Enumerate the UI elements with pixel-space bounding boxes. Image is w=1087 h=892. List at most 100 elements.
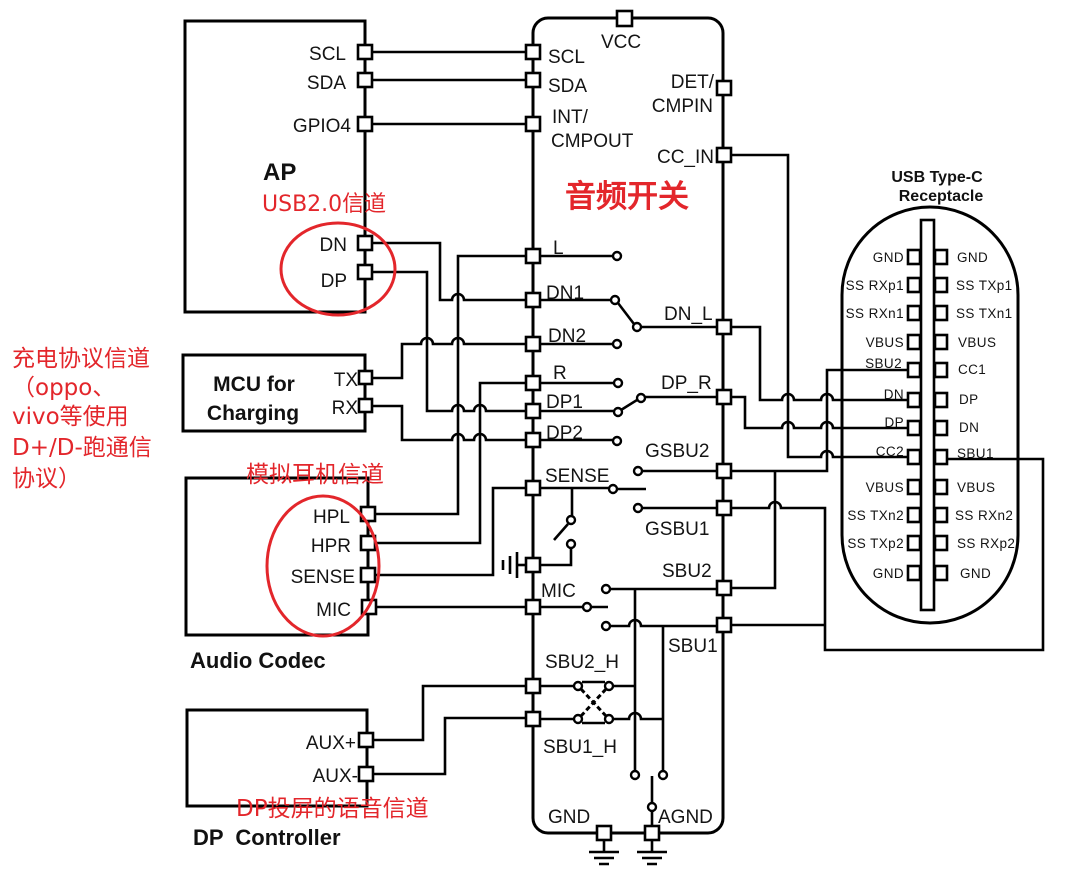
wire-aux-minus <box>372 716 526 776</box>
contact-sense-lower <box>565 538 577 550</box>
wire-sbu2-join <box>730 471 777 590</box>
usb-left-label: SS TXn2 <box>847 508 904 523</box>
usb-pin-b1 <box>933 564 949 582</box>
highlight-audio-pins <box>265 494 381 638</box>
switch-pin-dn2 <box>524 335 542 353</box>
wire-rx-to-dp2 <box>372 404 526 442</box>
mcu-title-line2: Charging <box>207 402 299 425</box>
annotation-dp-audio-channel: DP投屏的语音信道 <box>236 796 429 822</box>
ground-icon <box>589 840 619 866</box>
switch-label-sbu1: SBU1 <box>668 636 718 657</box>
switch-label-gnd: GND <box>548 807 590 828</box>
trace-sbu1-h-out <box>613 711 663 721</box>
wire-codec-sense <box>375 486 526 577</box>
usb-left-label: SBU2 <box>865 356 902 371</box>
usb-left-label: VBUS <box>866 335 904 350</box>
switch-pin-mic <box>524 598 542 616</box>
dp-controller-block: DP Controller AUX+ AUX- <box>185 708 375 850</box>
annotation-usb2-channel: USB2.0信道 <box>262 192 386 217</box>
receptacle-left-labels: GND SS RXp1 SS RXn1 VBUS SBU2 DN DP CC2 … <box>846 250 904 581</box>
switch-lever-dp <box>620 398 638 412</box>
wire-aux-plus <box>372 684 526 742</box>
switch-label-l: L <box>553 238 564 259</box>
wire-l-to-hpl <box>375 254 526 516</box>
contact-sbu1-agnd <box>657 769 669 781</box>
codec-box <box>184 476 370 637</box>
ap-pin-label-sda: SDA <box>307 73 346 94</box>
switch-label-dp1: DP1 <box>546 392 583 413</box>
usb-pin-b9 <box>933 333 949 351</box>
mcu-box <box>181 353 367 433</box>
switch-pin-det <box>715 79 733 97</box>
switch-title: 音频开关 <box>565 179 689 215</box>
usb-left-label: DP <box>884 415 904 430</box>
receptacle-tongue <box>919 218 936 612</box>
codec-pin-label-hpr: HPR <box>311 536 351 557</box>
switch-pin-scl <box>524 43 542 61</box>
annotation-charging-line1: 充电协议信道 <box>12 346 150 372</box>
usb-pin-a8 <box>906 448 922 466</box>
ground-symbol-icon <box>501 552 519 578</box>
switch-label-r: R <box>553 363 567 384</box>
usb-pin-a11 <box>906 534 922 552</box>
contact-sense-upper <box>565 514 577 526</box>
receptacle-outline <box>840 205 1020 625</box>
wire-ap-dn-to-dn1 <box>372 241 526 302</box>
switch-pin-int <box>524 115 542 133</box>
annotation-charging-line4: D+/D-跑通信 <box>12 435 152 461</box>
right-wires <box>730 153 1045 652</box>
usb-left-label: SS RXn1 <box>846 306 904 321</box>
switch-label-cmpout: CMPOUT <box>551 131 634 152</box>
usb-pin-b8 <box>933 361 949 379</box>
contact-dn2 <box>611 338 623 350</box>
switch-pin-sbu2-h <box>524 677 542 695</box>
usb-pin-b12 <box>933 248 949 266</box>
usb-pin-b2 <box>933 534 949 552</box>
mcu-title-line1: MCU for <box>213 373 295 396</box>
switch-pin-sbu2 <box>715 579 733 597</box>
contact-sbu1-h-right <box>603 713 615 725</box>
switch-label-dp-r: DP_R <box>661 373 712 394</box>
usb-pin-b7 <box>933 391 949 409</box>
switch-label-sbu1-h: SBU1_H <box>543 737 617 758</box>
ap-pin-label-gpio4: GPIO4 <box>293 116 352 137</box>
usb-pin-a2 <box>906 276 922 294</box>
contact-mic <box>581 601 593 613</box>
switch-label-vcc: VCC <box>601 32 641 53</box>
ap-pin-dn <box>356 234 374 252</box>
switch-label-cmpin: CMPIN <box>652 96 713 117</box>
codec-block: Audio Codec HPL HPR SENSE MIC <box>184 476 378 673</box>
switch-label-sbu2: SBU2 <box>662 561 712 582</box>
switch-label-sda: SDA <box>548 76 587 97</box>
usb-right-label: SS RXn2 <box>955 508 1013 523</box>
usb-right-label: VBUS <box>958 335 996 350</box>
wire-tx-to-dn2 <box>372 336 526 380</box>
usb-pin-a12 <box>906 564 922 582</box>
dp-pin-label-aux-plus: AUX+ <box>306 733 356 754</box>
switch-lever-dn <box>616 302 636 325</box>
usb-left-label: GND <box>873 566 904 581</box>
switch-pin-gnd <box>595 824 613 842</box>
codec-pin-hpr <box>359 534 377 552</box>
usb-pin-b4 <box>933 478 949 496</box>
switch-label-agnd: AGND <box>658 807 713 828</box>
usb-right-label: GND <box>960 566 991 581</box>
switch-label-int: INT/ <box>552 107 589 128</box>
codec-pin-sense <box>359 566 377 584</box>
usb-pin-b5 <box>933 448 949 466</box>
wire-r-to-hpr <box>375 381 526 545</box>
usb-right-label: SS RXp2 <box>957 536 1015 551</box>
mcu-pin-tx <box>357 369 374 386</box>
usb-pin-a5 <box>906 361 922 379</box>
switch-pin-dp2 <box>524 431 542 449</box>
switch-pin-sbu1 <box>715 616 733 634</box>
ap-pin-label-dp: DP <box>321 271 347 292</box>
ap-pin-label-scl: SCL <box>309 44 346 65</box>
switch-pin-l <box>524 247 542 265</box>
usb-right-label: DN <box>959 420 979 435</box>
usb-pin-a1 <box>906 248 922 266</box>
dp-controller-box <box>185 708 369 808</box>
ap-title: AP <box>263 159 296 186</box>
usb-pin-a4 <box>906 333 922 351</box>
